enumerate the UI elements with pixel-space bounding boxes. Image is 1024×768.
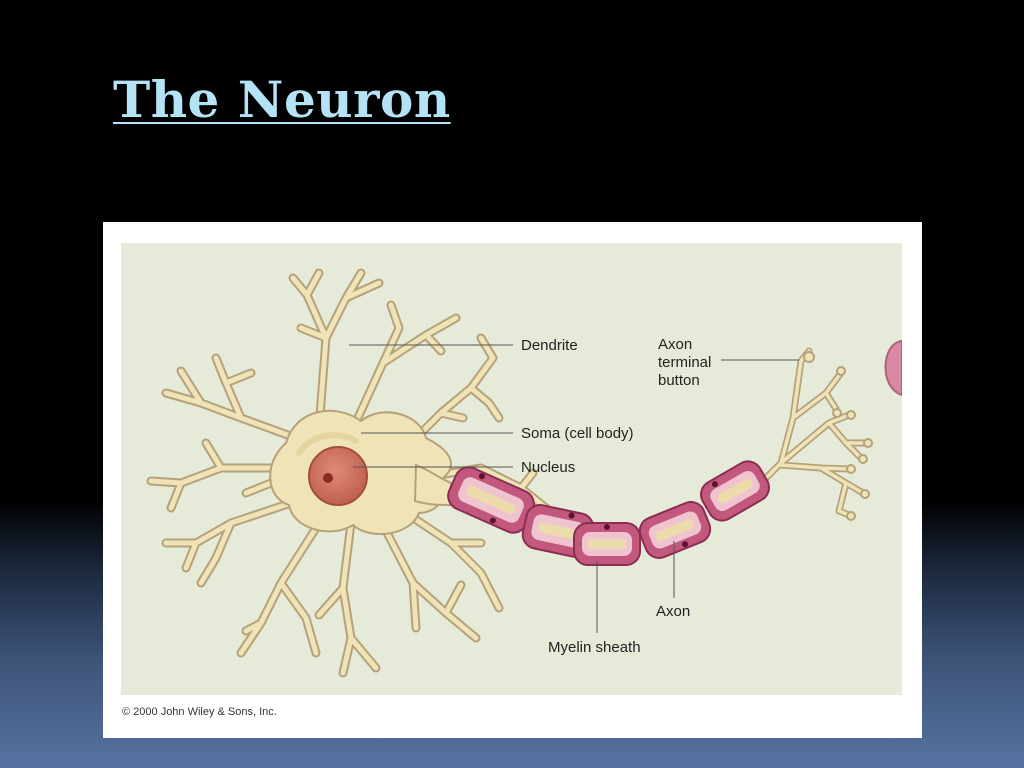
neuron-diagram: Dendrite Soma (cell body) Nucleus Axon t…: [146, 268, 902, 678]
slide-title: The Neuron: [113, 70, 451, 129]
copyright-notice: © 2000 John Wiley & Sons, Inc.: [122, 706, 277, 718]
target-cell: [884, 339, 902, 397]
myelin-segment: [447, 466, 535, 534]
label-soma: Soma (cell body): [521, 425, 634, 442]
dendrites: [146, 268, 551, 678]
nucleolus: [323, 473, 333, 483]
label-axon: Axon: [656, 603, 690, 620]
nucleus: [308, 446, 368, 506]
neuron-figure: Dendrite Soma (cell body) Nucleus Axon t…: [103, 222, 922, 738]
diagram-panel: Dendrite Soma (cell body) Nucleus Axon t…: [121, 243, 902, 695]
label-axon-terminal-line1: Axon: [658, 336, 692, 353]
leader-lines: [349, 344, 799, 633]
label-axon-terminal-line2: terminal: [658, 354, 711, 371]
myelin-segment: [638, 501, 712, 559]
axon-terminal: [757, 347, 873, 521]
label-axon-terminal-line3: button: [658, 372, 700, 389]
myelin-sheath: [447, 460, 770, 566]
myelin-segment: [700, 460, 770, 522]
label-dendrite: Dendrite: [521, 337, 578, 354]
label-myelin-sheath: Myelin sheath: [548, 639, 641, 656]
myelin-segment: [573, 522, 641, 566]
label-nucleus: Nucleus: [521, 459, 575, 476]
